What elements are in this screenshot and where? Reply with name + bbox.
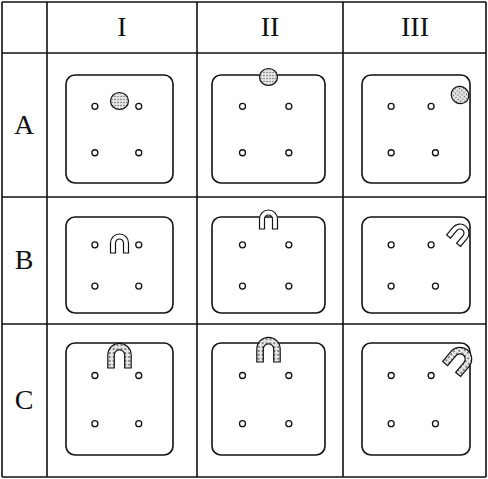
horseshoe-shape xyxy=(447,220,473,246)
square-outline xyxy=(66,217,173,313)
square-outline xyxy=(212,217,325,313)
small-hole xyxy=(388,372,394,378)
column-header: II xyxy=(261,13,280,41)
square-outline xyxy=(66,343,173,455)
small-hole xyxy=(136,242,142,248)
row-header: C xyxy=(15,386,34,414)
small-hole xyxy=(286,103,292,109)
small-hole xyxy=(388,421,394,427)
small-hole xyxy=(240,283,246,289)
small-hole xyxy=(286,372,292,378)
column-header: I xyxy=(117,13,126,41)
row-header: B xyxy=(15,246,34,274)
horseshoe-shape xyxy=(111,234,129,253)
small-hole xyxy=(432,283,438,289)
cell-figure xyxy=(212,69,325,184)
small-hole xyxy=(286,150,292,156)
cell-figure xyxy=(66,343,173,455)
small-hole xyxy=(388,150,394,156)
stippled-blob xyxy=(111,93,129,110)
square-outline xyxy=(212,75,325,183)
cell-figure xyxy=(212,337,325,455)
small-hole xyxy=(428,103,434,109)
small-hole xyxy=(428,372,434,378)
cell-figure xyxy=(362,343,476,455)
small-hole xyxy=(92,103,98,109)
stippled-blob xyxy=(260,69,278,86)
small-hole xyxy=(136,421,142,427)
row-header: A xyxy=(14,111,34,139)
horseshoe-shape xyxy=(443,343,477,377)
small-hole xyxy=(432,150,438,156)
small-hole xyxy=(286,242,292,248)
horseshoe-shape xyxy=(260,210,278,229)
small-hole xyxy=(240,242,246,248)
small-hole xyxy=(388,283,394,289)
column-header: III xyxy=(401,13,429,41)
small-hole xyxy=(388,103,394,109)
small-hole xyxy=(92,283,98,289)
cell-figure xyxy=(362,75,472,183)
small-hole xyxy=(388,242,394,248)
small-hole xyxy=(432,421,438,427)
cell-figure xyxy=(362,217,473,313)
horseshoe-shape xyxy=(257,337,280,362)
small-hole xyxy=(136,150,142,156)
small-hole xyxy=(92,421,98,427)
cell-figure xyxy=(66,217,173,313)
horseshoe-shape xyxy=(108,343,131,368)
small-hole xyxy=(286,421,292,427)
small-hole xyxy=(240,421,246,427)
small-hole xyxy=(92,242,98,248)
small-hole xyxy=(136,372,142,378)
small-hole xyxy=(240,103,246,109)
small-hole xyxy=(136,103,142,109)
square-outline xyxy=(66,75,173,183)
small-hole xyxy=(240,372,246,378)
small-hole xyxy=(428,242,434,248)
small-hole xyxy=(286,283,292,289)
cell-figure xyxy=(66,75,173,183)
small-hole xyxy=(240,150,246,156)
stippled-blob xyxy=(448,83,473,108)
cell-figure xyxy=(212,210,325,313)
small-hole xyxy=(92,150,98,156)
square-outline xyxy=(212,343,325,455)
square-outline xyxy=(362,343,470,455)
small-hole xyxy=(136,283,142,289)
small-hole xyxy=(92,372,98,378)
